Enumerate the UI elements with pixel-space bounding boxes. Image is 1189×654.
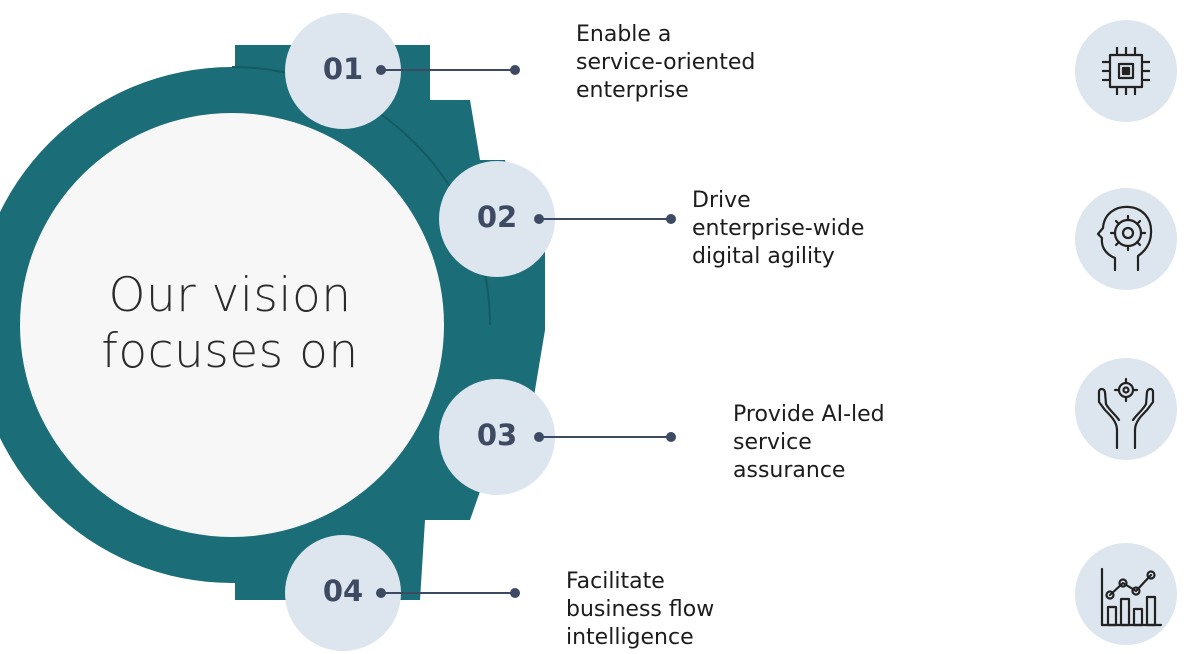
head-gear-icon bbox=[1096, 205, 1153, 272]
hands-gear-icon bbox=[1097, 377, 1155, 450]
center-circle bbox=[20, 113, 444, 537]
badge-04 bbox=[285, 535, 401, 651]
connectors bbox=[376, 65, 676, 598]
item-text-4: Facilitate business flow intelligence bbox=[566, 569, 715, 650]
item-number-2: 02 bbox=[476, 200, 518, 234]
head-gear-icon-circle bbox=[1075, 188, 1177, 290]
item-text-2: Drive enterprise-wide digital agility bbox=[692, 188, 865, 269]
hands-gear-icon-circle bbox=[1075, 358, 1177, 460]
item-text-1: Enable a service-oriented enterprise bbox=[576, 22, 756, 103]
growth-chart-icon-circle bbox=[1075, 543, 1177, 645]
badge-02 bbox=[439, 161, 555, 277]
vision-title: Our vision focuses on bbox=[101, 268, 359, 379]
item-number-4: 04 bbox=[322, 574, 364, 608]
item-text-3: Provide AI-led service assurance bbox=[733, 402, 885, 483]
item-number-1: 01 bbox=[322, 52, 364, 86]
badge-01 bbox=[285, 13, 401, 129]
chip-icon-circle bbox=[1075, 20, 1177, 122]
badge-03 bbox=[439, 379, 555, 495]
chip-icon bbox=[1102, 47, 1150, 95]
growth-chart-icon bbox=[1100, 567, 1163, 627]
item-number-3: 03 bbox=[476, 418, 518, 452]
